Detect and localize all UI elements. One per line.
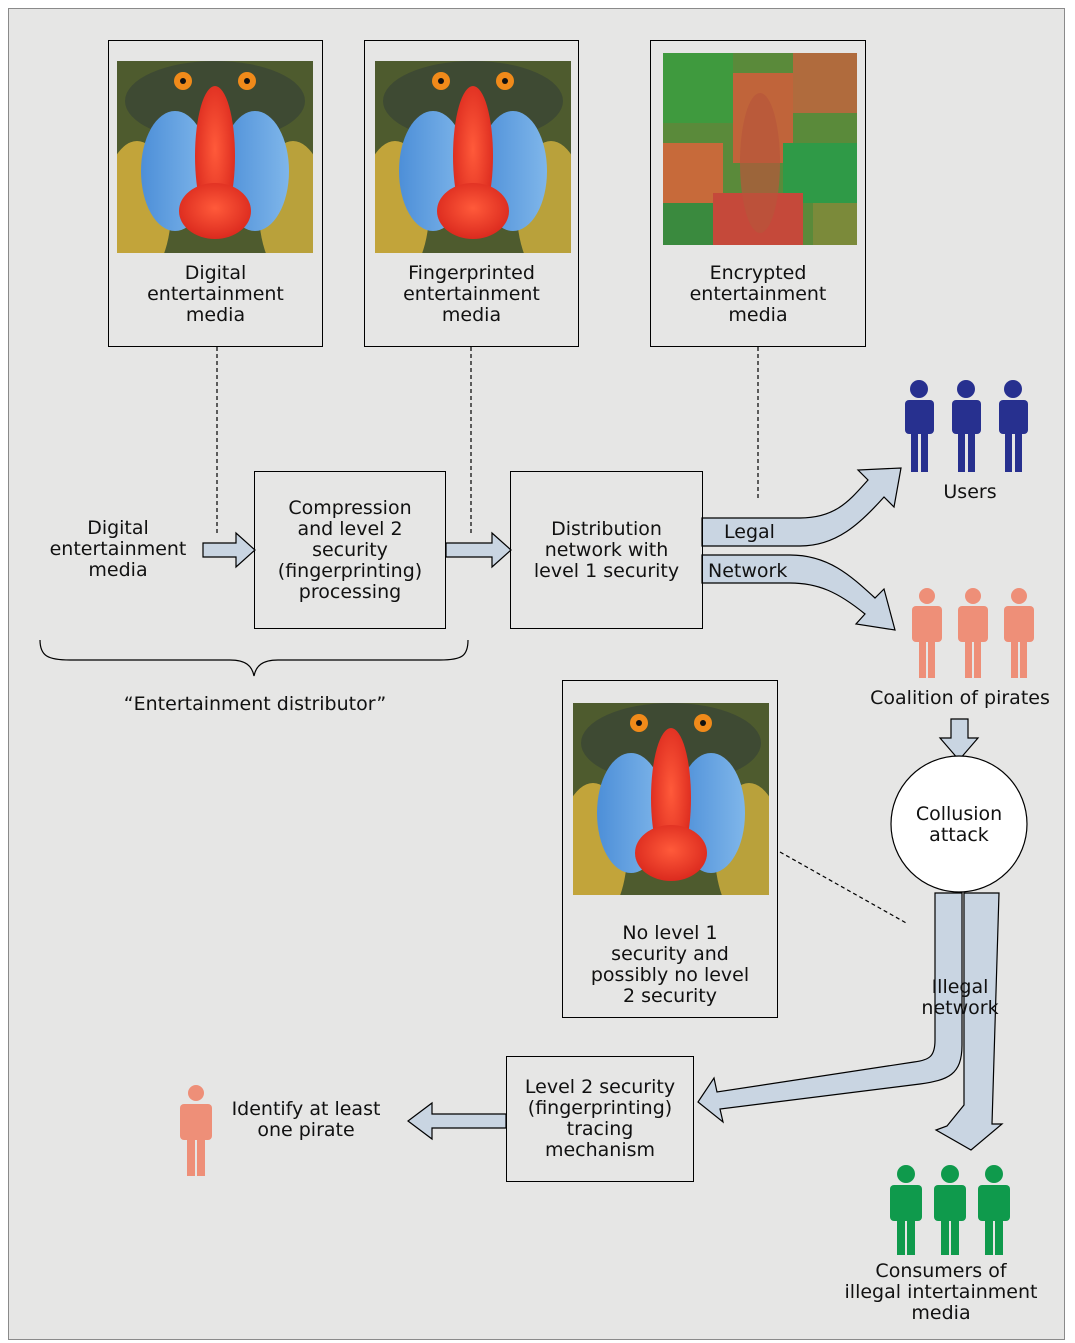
collusion-attack-label: Collusion attack — [915, 803, 1003, 846]
arrow-tracing-to-identify — [407, 1101, 507, 1141]
legal-label: Legal — [724, 521, 775, 543]
dashed-connector-pirated — [779, 851, 909, 925]
encrypted-mandrill-image — [663, 53, 857, 245]
pirate-figure — [1004, 588, 1034, 678]
pirate-network-arrow — [701, 554, 896, 631]
media-card-fingerprinted: Fingerprinted entertainment media — [364, 40, 579, 347]
media-card-digital: Digital entertainment media — [108, 40, 323, 347]
media-caption-digital: Digital entertainment media — [147, 262, 284, 326]
media-caption-fingerprinted: Fingerprinted entertainment media — [403, 262, 540, 326]
user-figure — [905, 380, 934, 472]
pirated-media-caption: No level 1 security and possibly no leve… — [590, 922, 750, 1007]
mandrill-image — [375, 61, 571, 253]
users-label: Users — [943, 481, 997, 503]
tracing-box: Level 2 security (fingerprinting) tracin… — [506, 1056, 694, 1182]
consumers-label: Consumers of illegal intertainment media — [844, 1260, 1038, 1324]
consumer-figure — [890, 1165, 922, 1255]
source-media-label: Digital entertainment media — [49, 517, 187, 581]
consumer-figure — [978, 1165, 1010, 1255]
media-card-encrypted: Encrypted entertainment media — [650, 40, 866, 347]
compression-box: Compression and level 2 security (finger… — [254, 471, 446, 629]
identified-pirate-figure — [180, 1085, 212, 1176]
pirated-media-card: No level 1 security and possibly no leve… — [562, 680, 778, 1018]
pirate-figure — [912, 588, 942, 678]
distribution-box: Distribution network with level 1 securi… — [510, 471, 703, 629]
illegal-branch-to-consumers-arrow — [934, 892, 1004, 1151]
distributor-brace — [39, 639, 469, 677]
illegal-network-label: Illegal network — [921, 976, 999, 1019]
user-figure — [952, 380, 981, 472]
distributor-label: “Entertainment distributor” — [123, 693, 387, 715]
consumer-figure — [934, 1165, 966, 1255]
pirate-figure — [958, 588, 988, 678]
compression-box-label: Compression and level 2 security (finger… — [277, 497, 423, 603]
distribution-box-label: Distribution network with level 1 securi… — [533, 518, 680, 582]
legal-network-arrow — [701, 467, 902, 547]
arrow-pirates-to-collusion — [938, 718, 980, 761]
users-group — [905, 380, 1028, 472]
collusion-attack-circle — [890, 755, 1028, 893]
mandrill-image — [573, 703, 769, 895]
mandrill-image — [117, 61, 313, 253]
pirates-group — [912, 588, 1034, 678]
consumers-group — [890, 1165, 1010, 1255]
illegal-branch-to-tracing-arrow — [697, 892, 963, 1124]
user-figure — [999, 380, 1028, 472]
pirates-label: Coalition of pirates — [870, 687, 1050, 709]
arrow-media-to-compression — [202, 531, 256, 569]
arrow-compression-to-distribution — [445, 531, 512, 569]
tracing-box-label: Level 2 security (fingerprinting) tracin… — [524, 1076, 676, 1161]
network-label: Network — [708, 560, 788, 582]
media-caption-encrypted: Encrypted entertainment media — [689, 262, 827, 326]
identify-pirate-label: Identify at least one pirate — [231, 1098, 381, 1141]
